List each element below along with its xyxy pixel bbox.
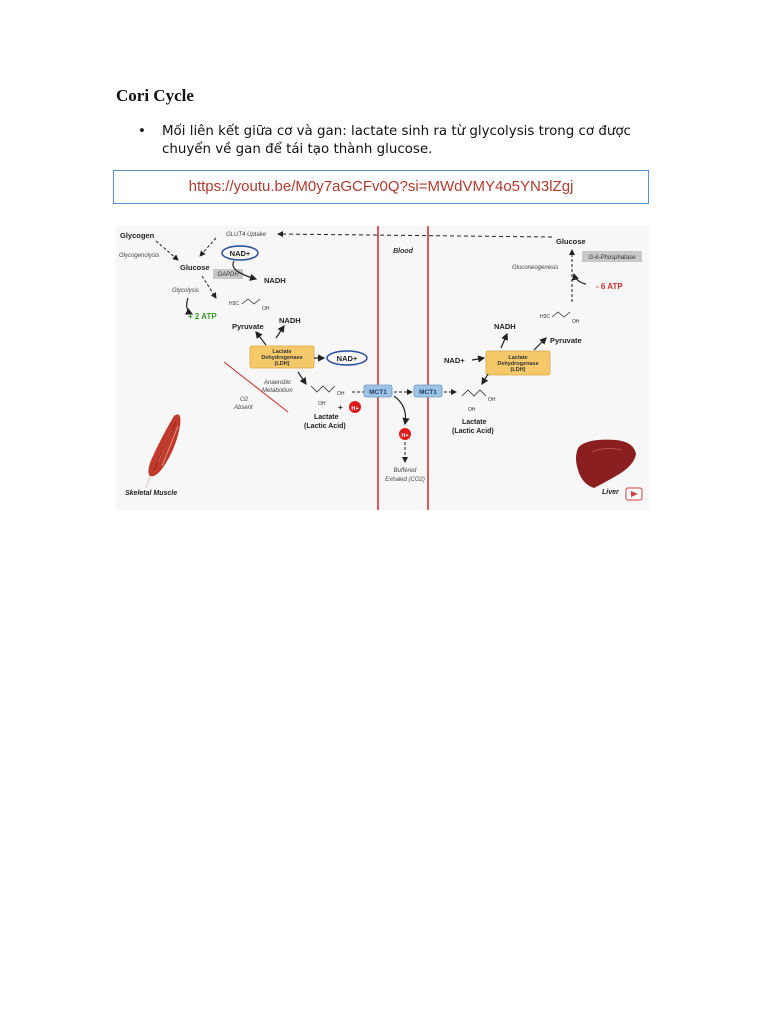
ldh-right-line3: (LDH) [511, 367, 526, 373]
lactate-right-oh-right: OH [488, 397, 496, 403]
nad-plus-top: NAD+ [230, 249, 251, 258]
liver-label: Liver [602, 489, 620, 496]
glucose-right-label: Glucose [556, 237, 586, 246]
glycolysis-label: Glycolysis [172, 288, 199, 294]
gapdh-box [213, 269, 243, 279]
bullet-text: Mối liên kết giữa cơ và gan: lactate sin… [162, 124, 631, 157]
h-plus-circle-left [349, 401, 361, 413]
gluconeogenesis-label: Gluconeogenesis [512, 265, 558, 271]
nad-oval-left [326, 350, 368, 366]
ldh-left-line3: (LDH) [275, 361, 290, 367]
plus-sign: + [338, 403, 343, 412]
atp-cost: - 6 ATP [596, 282, 623, 291]
skeletal-muscle-illustration [145, 414, 181, 489]
anaerobic-label: Anaerobic [263, 380, 291, 386]
lactate-oh-bottom: OH [318, 401, 326, 407]
pyruvate-oh-right: OH [572, 319, 580, 325]
liver-illustration [576, 439, 636, 488]
exhaled-label: Exhaled (CO2) [385, 477, 425, 483]
metabolism-label: Metabolism [262, 388, 293, 394]
pyruvate-oh-left: OH [262, 306, 270, 312]
g6p-label: G-6-Phosphatase [588, 255, 636, 261]
link-box[interactable]: https://youtu.be/M0y7aGCFv0Q?si=MWdVMY4o… [113, 170, 649, 204]
cori-cycle-figure: Blood GLUT4 Uptake Glycogen Glycogenolys… [116, 226, 649, 510]
h-plus-blood: H+ [401, 433, 408, 439]
lactic-acid-right-label: (Lactic Acid) [452, 428, 494, 435]
ldh-right-line1: Lactate [508, 355, 527, 361]
section-heading: Cori Cycle [116, 86, 194, 105]
mct1-right: MCT1 [419, 389, 437, 396]
mct1-box-right [413, 384, 443, 398]
pyruvate-left-label: Pyruvate [232, 322, 264, 331]
pyruvate-h3c-left: H3C [229, 301, 239, 307]
play-icon [631, 491, 638, 497]
nad-plus-left: NAD+ [337, 354, 358, 363]
h-plus-circle-blood [399, 428, 411, 440]
ldh-box-left [249, 345, 315, 369]
pyruvate-h3c-right: H3C [540, 314, 550, 320]
lactate-right-label: Lactate [462, 419, 487, 426]
mct1-box-left [363, 384, 393, 398]
lactate-oh-right: OH [337, 391, 345, 397]
glucose-left-label: Glucose [180, 263, 210, 272]
cori-cycle-diagram: Blood GLUT4 Uptake Glycogen Glycogenolys… [119, 226, 643, 510]
bullet-marker: • [138, 124, 146, 139]
skeletal-muscle-label: Skeletal Muscle [125, 490, 177, 497]
ldh-left-line1: Lactate [272, 349, 291, 355]
lactate-left-label: Lactate [314, 414, 339, 421]
nad-oval-top [221, 245, 259, 261]
absent-label: Absent [233, 405, 253, 411]
glut4-label: GLUT4 Uptake [226, 232, 267, 238]
youtube-link[interactable]: https://youtu.be/M0y7aGCFv0Q?si=MWdVMY4o… [188, 178, 574, 195]
g6p-box [582, 251, 642, 262]
lactate-right-oh-bottom: OH [468, 407, 476, 413]
blood-label: Blood [393, 248, 414, 255]
ldh-right-line2: Dehydrogenase [497, 361, 538, 367]
glycogen-label: Glycogen [120, 231, 155, 240]
ldh-left-line2: Dehydrogenase [261, 355, 302, 361]
glycogenolysis-label: Glycogenolysis [119, 253, 159, 259]
nad-plus-right: NAD+ [444, 356, 465, 365]
nadh-top: NADH [264, 276, 286, 285]
atp-gain: + 2 ATP [188, 312, 217, 321]
mct1-left: MCT1 [369, 389, 387, 396]
ldh-box-right [485, 350, 551, 376]
lactic-acid-left-label: (Lactic Acid) [304, 423, 346, 430]
nadh-left: NADH [279, 316, 301, 325]
o2-label: O2 [240, 397, 249, 403]
nadh-right: NADH [494, 322, 516, 331]
o2-absent-line [223, 361, 289, 413]
gapdh-label: GAPDH [217, 272, 239, 278]
h-plus-left: H+ [351, 406, 358, 412]
buffered-label: Buffered [394, 468, 417, 474]
pyruvate-right-label: Pyruvate [550, 336, 582, 345]
